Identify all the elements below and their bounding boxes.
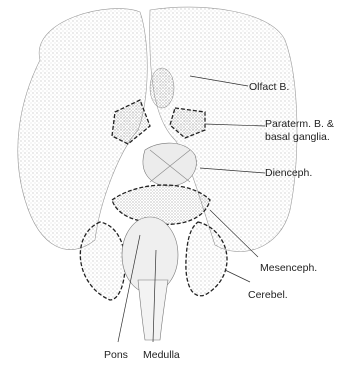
label-paraterm-line2: basal ganglia. — [265, 131, 330, 143]
mesencephalon — [112, 185, 210, 224]
label-cerebel: Cerebel. — [248, 289, 288, 301]
label-mesenceph: Mesenceph. — [260, 262, 317, 274]
medulla — [138, 280, 168, 340]
label-olfact: Olfact B. — [249, 81, 289, 93]
cerebellum-left — [80, 222, 125, 300]
label-paraterm-line1: Paraterm. B. & — [265, 118, 334, 130]
label-dienceph: Dienceph. — [265, 167, 312, 179]
label-pons: Pons — [104, 349, 128, 361]
leader-cerebel — [225, 270, 250, 282]
diencephalon — [143, 143, 196, 186]
olfactory-bulb — [150, 68, 174, 108]
label-medulla: Medulla — [143, 349, 180, 361]
